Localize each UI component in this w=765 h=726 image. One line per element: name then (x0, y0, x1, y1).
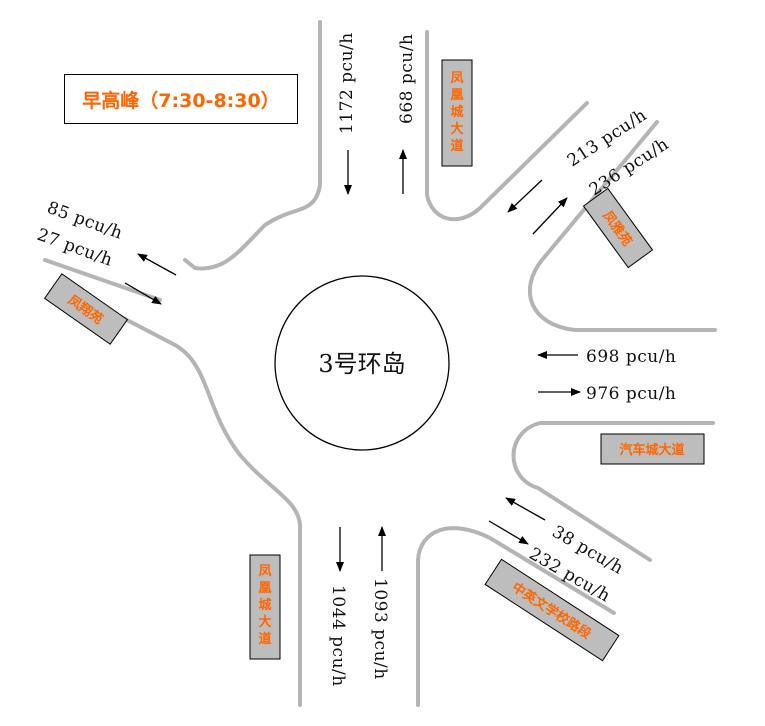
road-label-east: 汽车城大道 (600, 433, 705, 465)
flow-label-east-in: 698 pcu/h (586, 347, 676, 367)
arrow-west-exiting (137, 253, 177, 276)
road-edge-east-southeast (511, 421, 715, 562)
arrow-southeast-entering (488, 520, 529, 545)
flow-label-north-in: 1172 pcu/h (337, 32, 357, 134)
page-title: 早高峰（7:30-8:30） (64, 74, 298, 124)
road-name-north-text: 凤凰城大道 (450, 71, 463, 154)
flow-label-north-out: 668 pcu/h (397, 34, 417, 124)
island-label: 3号环岛 (318, 350, 405, 378)
central-island (274, 275, 450, 451)
road-edge-southeast-south (416, 526, 616, 707)
road-name-east-text: 汽车城大道 (619, 442, 684, 458)
road-edge-west-inner (43, 258, 162, 302)
flow-label-east-out: 976 pcu/h (586, 384, 676, 404)
arrow-northeast-exiting (532, 197, 568, 235)
road-edge-south-west (58, 283, 302, 707)
flow-label-south-in: 1093 pcu/h (370, 578, 390, 680)
road-edge-north-west (183, 20, 322, 271)
road-label-south: 凤凰城大道 (249, 554, 281, 660)
flow-label-south-out: 1044 pcu/h (328, 585, 348, 687)
road-label-north: 凤凰城大道 (441, 59, 473, 167)
road-name-south-text: 凤凰城大道 (258, 564, 271, 647)
arrow-northeast-entering (507, 179, 543, 213)
road-label-northeast: 凤雅苑 (582, 187, 654, 269)
road-edge-north-east (425, 30, 589, 222)
arrow-southeast-exiting (505, 497, 546, 521)
arrow-west-entering (124, 282, 162, 305)
road-edge-northeast-east (527, 120, 717, 332)
